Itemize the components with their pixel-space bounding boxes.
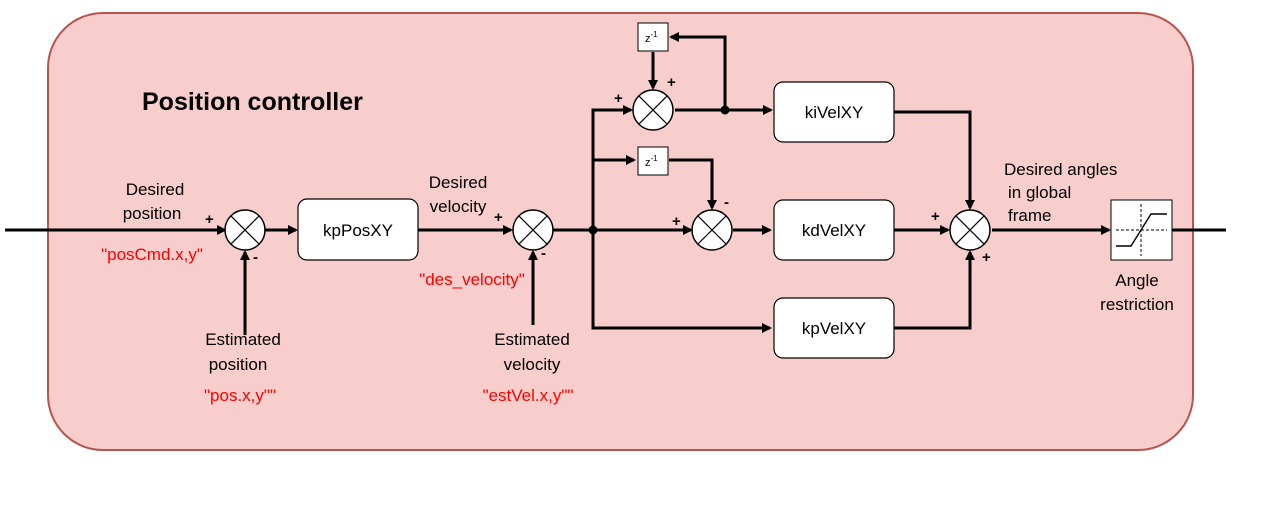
sign-minus-sum2: - [541,245,546,262]
wire-branch-sum3 [591,105,633,230]
angle-restriction-label-2: restriction [1100,295,1174,314]
delay-block-derivative [637,146,669,176]
sign-plus-sum1: + [205,211,214,228]
wire-kivel-sum5 [894,110,975,210]
estimated-position-label-2: position [209,355,268,374]
wire-integrator-feedback [669,32,727,110]
kivel-label: kiVelXY [805,103,864,122]
kpvel-label: kpVelXY [802,319,866,338]
junction-velocity-error [588,225,598,235]
kpvel-block [773,297,895,359]
kppos-block [297,198,419,261]
sign-plus-sum4: + [672,213,681,230]
poscmd-variable: "posCmd.x,y" [101,245,203,264]
wire-branch-delay2 [591,155,636,165]
kdvel-label: kdVelXY [802,221,866,240]
delay-block-integrator [637,22,669,52]
delay-label-integrator: z-1 [645,30,658,45]
sign-minus-sum4: - [724,194,729,211]
pos-variable: "pos.x,y"" [204,386,276,405]
sum-node-velocity [512,209,554,251]
desired-position-label-1: Desired [126,180,185,199]
sum-node-integrator [632,89,674,131]
delay-label-derivative: z-1 [645,154,658,169]
kdvel-block [773,199,895,261]
junction-integrator [720,105,730,115]
sum-node-position [224,209,266,251]
wire-delay2-sum4 [669,158,717,210]
desired-velocity-label-1: Desired [429,173,488,192]
estvel-variable: "estVel.x,y"" [483,386,574,405]
desired-velocity-label-2: velocity [430,197,487,216]
kppos-label: kpPosXY [323,221,393,240]
diagram-title: Position controller [142,88,363,116]
kivel-block [773,81,895,143]
sum-node-output [949,209,991,251]
sign-plus-sum3-top: + [667,74,676,91]
sign-plus-sum5-bottom: + [982,249,991,266]
desired-angles-label-1: Desired angles [1004,160,1117,179]
sign-minus-sum1: - [253,249,258,266]
des-velocity-variable: "des_velocity" [419,270,525,289]
sum-node-derivative [691,209,733,251]
estimated-velocity-label-1: Estimated [494,330,570,349]
wire-branch-kpvel [591,230,772,333]
wire-kpvel-sum5 [894,250,975,330]
sign-plus-sum5-left: + [931,208,940,225]
estimated-position-label-1: Estimated [205,330,281,349]
desired-position-label-2: position [123,204,182,223]
desired-angles-label-3: frame [1008,206,1051,225]
angle-restriction-label-1: Angle [1115,271,1158,290]
sign-plus-sum3-left: + [614,90,623,107]
sign-plus-sum2: + [494,209,503,226]
desired-angles-label-2: in global [1008,183,1071,202]
angle-restriction-block [1110,199,1173,261]
estimated-velocity-label-2: velocity [504,355,561,374]
